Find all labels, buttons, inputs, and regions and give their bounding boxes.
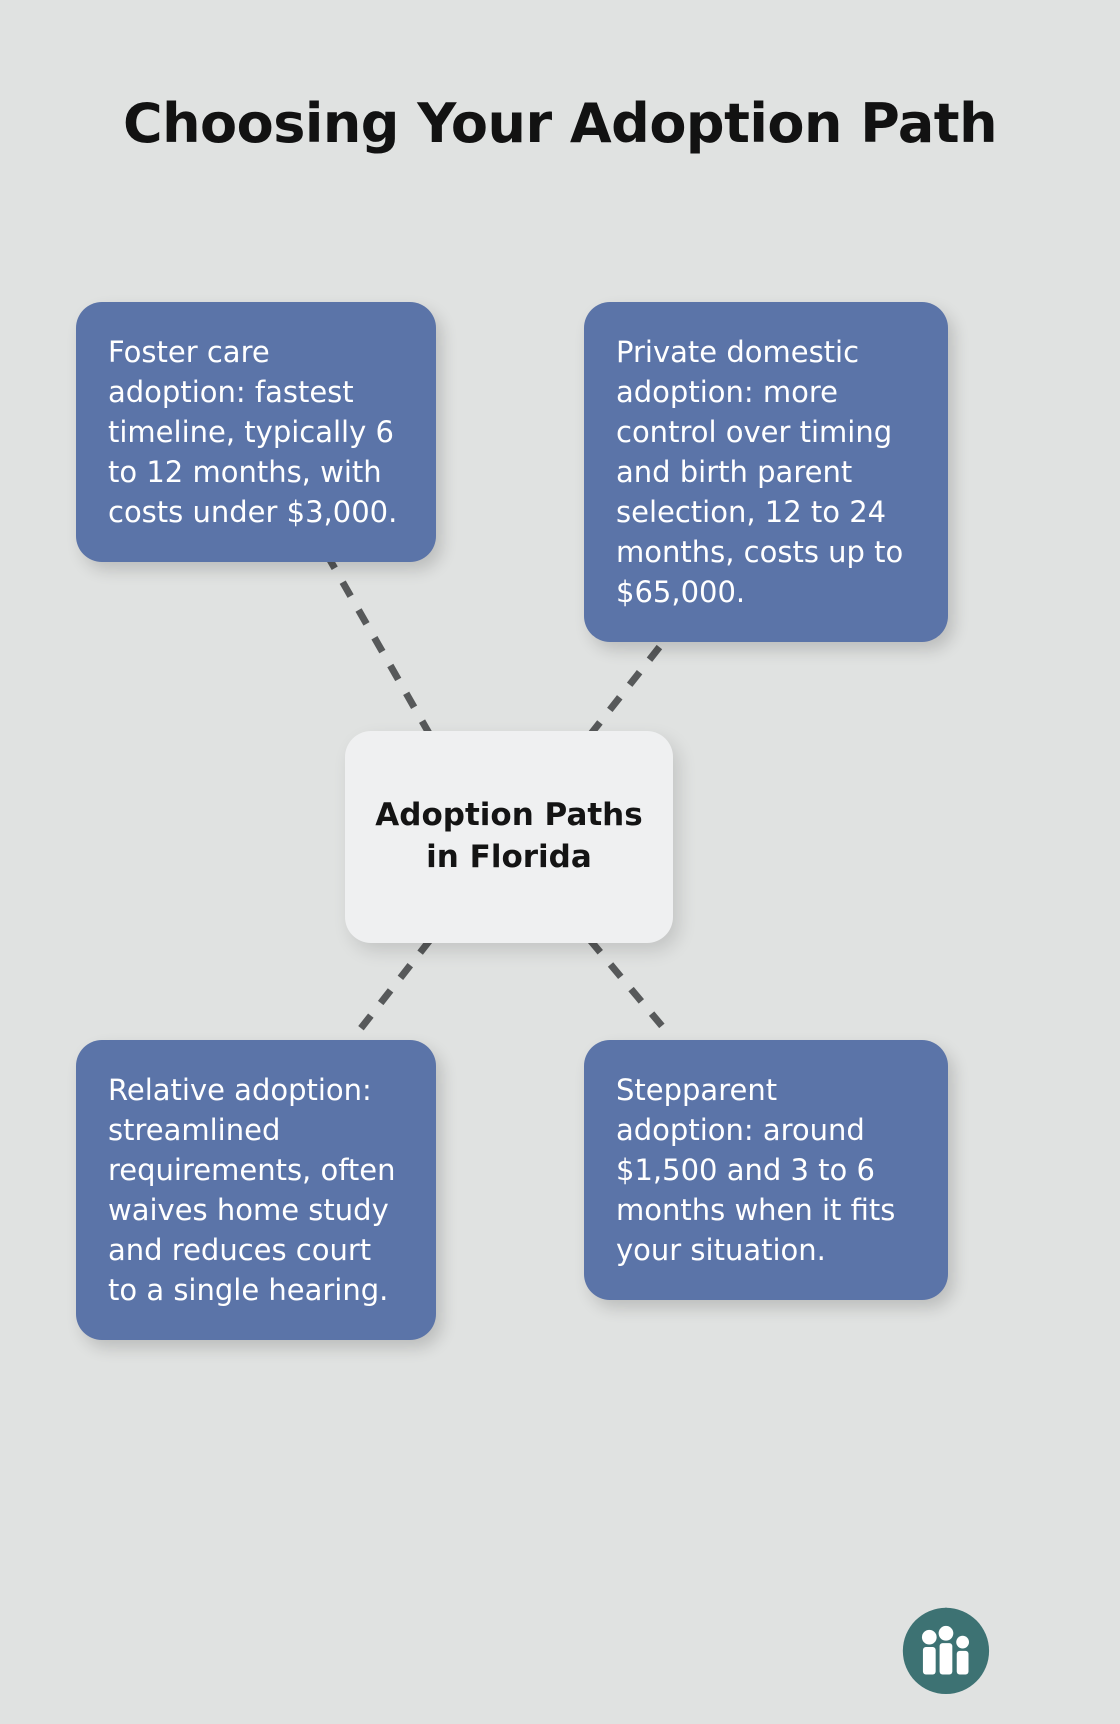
node-stepparent-adoption: Stepparent adoption: around $1,500 and 3… (584, 1040, 948, 1301)
connector-to-relative (355, 937, 433, 1035)
node-foster-care-text: Foster care adoption: fastest timeline, … (108, 335, 398, 530)
connector-to-stepparent (587, 937, 675, 1041)
node-stepparent-adoption-text: Stepparent adoption: around $1,500 and 3… (616, 1073, 896, 1268)
node-private-domestic-text: Private domestic adoption: more control … (616, 335, 904, 610)
node-foster-care: Foster care adoption: fastest timeline, … (76, 302, 436, 563)
page-title: Choosing Your Adoption Path (122, 92, 998, 155)
center-hub-node: Adoption Paths in Florida (345, 731, 673, 943)
connector-to-private-domestic (587, 637, 668, 738)
connector-to-foster-care (326, 558, 434, 737)
node-relative-adoption-text: Relative adoption: streamlined requireme… (108, 1073, 396, 1308)
node-private-domestic: Private domestic adoption: more control … (584, 302, 948, 643)
node-relative-adoption: Relative adoption: streamlined requireme… (76, 1040, 436, 1341)
family-house-logo-icon (902, 1607, 990, 1695)
center-hub-label: Adoption Paths in Florida (375, 797, 643, 875)
